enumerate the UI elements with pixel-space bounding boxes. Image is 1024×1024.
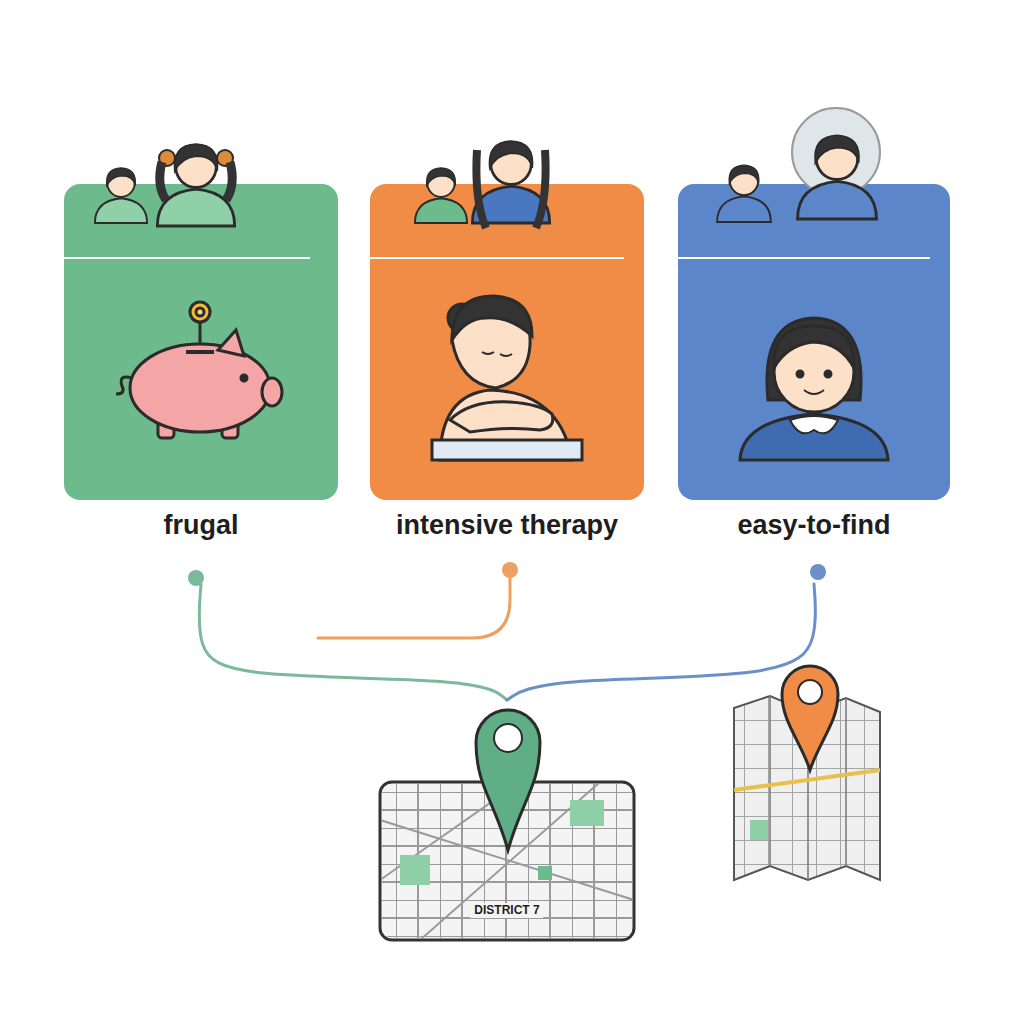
node-label: DISTRICT 7 bbox=[470, 903, 543, 918]
therapy-figure bbox=[432, 296, 582, 460]
card-node: easy-to-find bbox=[668, 150, 960, 584]
node-label: intensive therapy bbox=[396, 508, 618, 542]
card-panel bbox=[64, 184, 338, 500]
portrait-figure bbox=[740, 318, 888, 460]
node-label: frugal bbox=[163, 508, 238, 542]
loose-line bbox=[318, 576, 510, 638]
card-node: frugal bbox=[54, 150, 348, 584]
connector-line bbox=[507, 584, 815, 700]
node-label: easy-to-find bbox=[737, 508, 890, 542]
district-map bbox=[380, 710, 634, 940]
piggy-bank bbox=[116, 302, 282, 438]
card-panel bbox=[370, 184, 644, 500]
folded-map bbox=[734, 666, 880, 880]
card-panel bbox=[678, 184, 950, 500]
connector-line bbox=[199, 584, 507, 700]
card-node: DISTRICT 7 bbox=[380, 700, 634, 940]
card-node: intensive therapy bbox=[360, 150, 654, 584]
